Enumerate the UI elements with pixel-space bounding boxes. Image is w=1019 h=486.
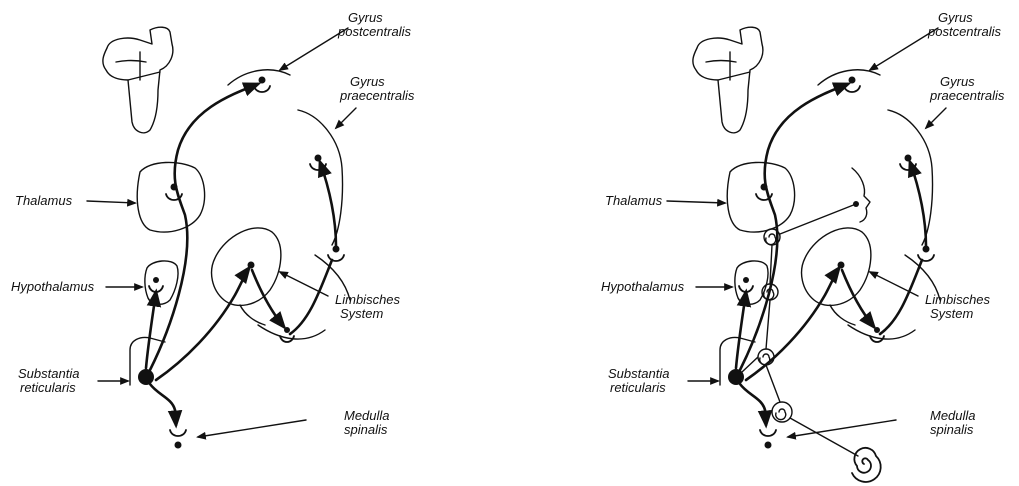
hypothalamus-neuron: [743, 277, 749, 283]
synapse-cup: [254, 86, 270, 92]
path-praecentral-loop: [320, 162, 336, 246]
postcentral-neuron: [849, 77, 856, 84]
label-gyrus-praecentralis: Gyrus praecentralis: [339, 74, 415, 103]
pointer-limbisches: [870, 272, 918, 296]
postcentral-neuron: [259, 77, 266, 84]
collateral-relay: [772, 402, 792, 422]
hypothalamus-neuron: [153, 277, 159, 283]
path-limbic-lower: [252, 270, 284, 327]
path-substantia-hypothalamus: [146, 292, 156, 368]
brain-section-outline: [103, 27, 173, 133]
limbic-outline: [212, 228, 281, 306]
pointer-gyrus-praecentralis: [336, 108, 356, 128]
synapse-cup: [844, 86, 860, 92]
hypothalamus-outline: [145, 261, 178, 304]
label-gyrus-praecentralis: Gyrus praecentralis: [929, 74, 1005, 103]
label-thalamus: Thalamus: [15, 193, 73, 208]
hypothalamus-outline: [735, 261, 768, 304]
pointer-thalamus: [667, 201, 725, 203]
label-gyrus-postcentralis: Gyrus postcentralis: [927, 10, 1001, 39]
label-hypothalamus: Hypothalamus: [601, 279, 685, 294]
gyrus-postcentralis-arc: [228, 70, 290, 85]
label-gyrus-postcentralis: Gyrus postcentralis: [337, 10, 411, 39]
path-substantia-thalamus-cortex: [740, 84, 848, 370]
medulla-synapse: [170, 430, 186, 436]
collateral-line: [790, 418, 858, 456]
pointer-thalamus: [87, 201, 135, 203]
synapse-cup: [328, 255, 344, 261]
limbic-arc-lower: [830, 305, 855, 325]
praecentral-neuron-top: [905, 155, 912, 162]
label-limbisches-system: Limbisches System: [335, 292, 404, 321]
medulla-neuron: [765, 442, 772, 449]
label-substantia-reticularis: Substantia reticularis: [18, 366, 83, 395]
path-praecentral-loop: [910, 162, 926, 246]
ear-cochlea-icon: [852, 448, 881, 482]
brain-inner-cross: [116, 52, 160, 80]
limbic-arc-lower: [240, 305, 265, 325]
path-limbic-loop: [290, 260, 332, 334]
thalamus-outline: [727, 162, 794, 232]
label-limbisches-system: Limbisches System: [925, 292, 994, 321]
left-panel: Gyrus postcentralis Gyrus praecentralis …: [11, 10, 415, 449]
collateral-line: [766, 365, 780, 402]
brain-section-outline: [693, 27, 763, 133]
label-medulla-spinalis: Medulla spinalis: [344, 408, 393, 437]
path-substantia-medulla: [740, 384, 766, 425]
substantia-nucleus: [728, 369, 744, 385]
thalamus-outline: [137, 162, 204, 232]
face-profile: [852, 168, 870, 222]
path-limbic-lower: [842, 270, 874, 327]
substantia-nucleus: [138, 369, 154, 385]
path-substantia-medulla: [150, 384, 176, 425]
collateral-line: [780, 204, 856, 234]
limbic-outline: [802, 228, 871, 306]
medulla-synapse: [760, 430, 776, 436]
synapse-cup: [918, 255, 934, 261]
label-thalamus: Thalamus: [605, 193, 663, 208]
medulla-neuron: [175, 442, 182, 449]
collateral-relay: [758, 349, 774, 365]
gyrus-postcentralis-arc: [818, 70, 880, 85]
label-medulla-spinalis: Medulla spinalis: [930, 408, 979, 437]
praecentral-neuron-top: [315, 155, 322, 162]
pointer-medulla: [788, 420, 896, 437]
pointer-limbisches: [280, 272, 328, 296]
path-substantia-hypothalamus: [736, 292, 746, 368]
path-limbic-loop: [880, 260, 922, 334]
label-hypothalamus: Hypothalamus: [11, 279, 95, 294]
collateral-line: [766, 300, 770, 349]
brain-inner-cross: [706, 52, 750, 80]
pointer-gyrus-praecentralis: [926, 108, 946, 128]
path-substantia-thalamus-cortex: [150, 84, 258, 370]
pointer-medulla: [198, 420, 306, 437]
right-panel: Gyrus postcentralis Gyrus praecentralis …: [601, 10, 1005, 482]
label-substantia-reticularis: Substantia reticularis: [608, 366, 673, 395]
